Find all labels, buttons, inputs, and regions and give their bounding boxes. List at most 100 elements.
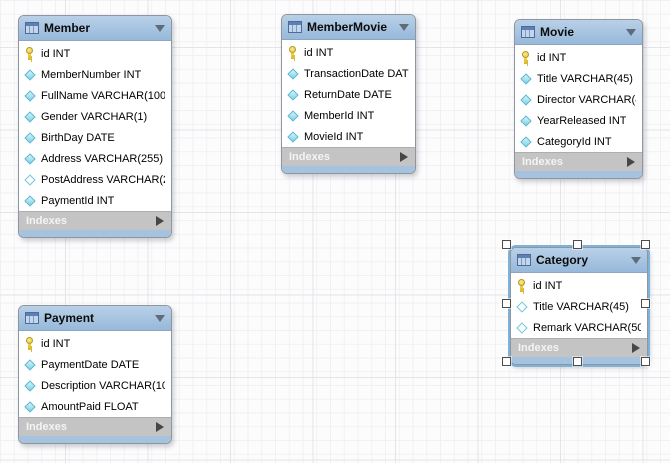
selection-handle-mid-left[interactable] <box>502 299 511 308</box>
table-movie[interactable]: Movie id INT Title VARCHAR(45) Director … <box>514 19 643 179</box>
column-row[interactable]: ReturnDate DATE <box>282 84 415 105</box>
expand-arrow-icon <box>627 157 635 167</box>
column-row[interactable]: id INT <box>282 42 415 63</box>
primary-key-icon <box>24 337 37 350</box>
table-header[interactable]: Payment <box>19 306 171 331</box>
table-payment[interactable]: Payment id INT PaymentDate DATE Descript… <box>18 305 172 444</box>
column-label: Remark VARCHAR(500) <box>533 321 641 334</box>
column-notnull-icon <box>287 130 300 143</box>
expand-arrow-icon <box>156 216 164 226</box>
column-row[interactable]: Address VARCHAR(255) <box>19 148 171 169</box>
collapse-arrow-icon[interactable] <box>626 28 636 36</box>
table-icon <box>288 21 302 33</box>
indexes-footer[interactable]: Indexes <box>511 338 647 357</box>
column-notnull-icon <box>520 72 533 85</box>
selection-handle-mid-right[interactable] <box>641 299 650 308</box>
selection-handle-bottom-left[interactable] <box>502 357 511 366</box>
expand-arrow-icon <box>156 422 164 432</box>
column-row[interactable]: Remark VARCHAR(500) <box>511 317 647 338</box>
collapse-arrow-icon[interactable] <box>631 256 641 264</box>
selection-handle-top-right[interactable] <box>641 240 650 249</box>
table-member[interactable]: Member id INT MemberNumber INT FullName … <box>18 15 172 238</box>
column-label: YearReleased INT <box>537 114 627 127</box>
table-header[interactable]: Category <box>511 248 647 273</box>
column-list: id INT TransactionDate DATE ReturnDate D… <box>282 40 415 147</box>
indexes-footer[interactable]: Indexes <box>515 152 642 171</box>
column-row[interactable]: PostAddress VARCHAR(255) <box>19 169 171 190</box>
column-row[interactable]: Gender VARCHAR(1) <box>19 106 171 127</box>
column-row[interactable]: AmountPaid FLOAT <box>19 396 171 417</box>
column-notnull-icon <box>24 358 37 371</box>
column-row[interactable]: PaymentId INT <box>19 190 171 211</box>
collapse-arrow-icon[interactable] <box>399 23 409 31</box>
column-row[interactable]: id INT <box>515 47 642 68</box>
column-row[interactable]: MemberNumber INT <box>19 64 171 85</box>
column-list: id INT MemberNumber INT FullName VARCHAR… <box>19 41 171 211</box>
table-icon <box>521 26 535 38</box>
collapse-arrow-icon[interactable] <box>155 314 165 322</box>
column-label: Gender VARCHAR(1) <box>41 110 148 123</box>
column-label: MemberId INT <box>304 109 375 122</box>
table-bottom-edge <box>282 166 415 173</box>
indexes-footer[interactable]: Indexes <box>282 147 415 166</box>
primary-key-icon <box>520 51 533 64</box>
column-list: id INT Title VARCHAR(45) Remark VARCHAR(… <box>511 273 647 338</box>
indexes-footer[interactable]: Indexes <box>19 211 171 230</box>
table-header[interactable]: MemberMovie <box>282 15 415 40</box>
selection-handle-top-middle[interactable] <box>573 240 582 249</box>
column-label: Description VARCHAR(100) <box>41 379 165 392</box>
column-notnull-icon <box>24 110 37 123</box>
expand-arrow-icon <box>400 152 408 162</box>
table-title: MemberMovie <box>307 20 388 34</box>
column-row[interactable]: MovieId INT <box>282 126 415 147</box>
table-category[interactable]: Category id INT Title VARCHAR(45) Remark… <box>510 247 648 365</box>
column-nullable-icon <box>516 300 529 313</box>
column-row[interactable]: CategoryId INT <box>515 131 642 152</box>
column-row[interactable]: BirthDay DATE <box>19 127 171 148</box>
column-row[interactable]: MemberId INT <box>282 105 415 126</box>
selection-handle-top-left[interactable] <box>502 240 511 249</box>
table-membermovie[interactable]: MemberMovie id INT TransactionDate DATE … <box>281 14 416 174</box>
table-bottom-edge <box>515 171 642 178</box>
column-nullable-icon <box>516 321 529 334</box>
table-header[interactable]: Member <box>19 16 171 41</box>
column-label: PostAddress VARCHAR(255) <box>41 173 165 186</box>
column-row[interactable]: id INT <box>19 43 171 64</box>
column-label: Address VARCHAR(255) <box>41 152 164 165</box>
column-label: id INT <box>41 337 71 350</box>
expand-arrow-icon <box>632 343 640 353</box>
selection-handle-bottom-middle[interactable] <box>573 357 582 366</box>
column-row[interactable]: id INT <box>511 275 647 296</box>
column-label: id INT <box>304 46 334 59</box>
selection-handle-bottom-right[interactable] <box>641 357 650 366</box>
table-title: Category <box>536 253 589 267</box>
column-row[interactable]: id INT <box>19 333 171 354</box>
column-row[interactable]: Title VARCHAR(45) <box>511 296 647 317</box>
column-label: CategoryId INT <box>537 135 612 148</box>
table-header[interactable]: Movie <box>515 20 642 45</box>
table-title: Member <box>44 21 91 35</box>
table-title: Movie <box>540 25 575 39</box>
indexes-label: Indexes <box>289 151 330 163</box>
column-row[interactable]: TransactionDate DATE <box>282 63 415 84</box>
collapse-arrow-icon[interactable] <box>155 24 165 32</box>
column-notnull-icon <box>287 67 300 80</box>
column-row[interactable]: PaymentDate DATE <box>19 354 171 375</box>
indexes-label: Indexes <box>518 342 559 354</box>
indexes-label: Indexes <box>26 421 67 433</box>
column-label: ReturnDate DATE <box>304 88 392 101</box>
column-row[interactable]: Description VARCHAR(100) <box>19 375 171 396</box>
column-row[interactable]: YearReleased INT <box>515 110 642 131</box>
column-row[interactable]: Title VARCHAR(45) <box>515 68 642 89</box>
column-notnull-icon <box>24 68 37 81</box>
primary-key-icon <box>24 47 37 60</box>
primary-key-icon <box>516 279 529 292</box>
column-label: FullName VARCHAR(100) <box>41 89 165 102</box>
column-nullable-icon <box>24 173 37 186</box>
indexes-footer[interactable]: Indexes <box>19 417 171 436</box>
column-label: Title VARCHAR(45) <box>533 300 629 313</box>
column-row[interactable]: FullName VARCHAR(100) <box>19 85 171 106</box>
column-row[interactable]: Director VARCHAR(45) <box>515 89 642 110</box>
column-label: id INT <box>537 51 567 64</box>
